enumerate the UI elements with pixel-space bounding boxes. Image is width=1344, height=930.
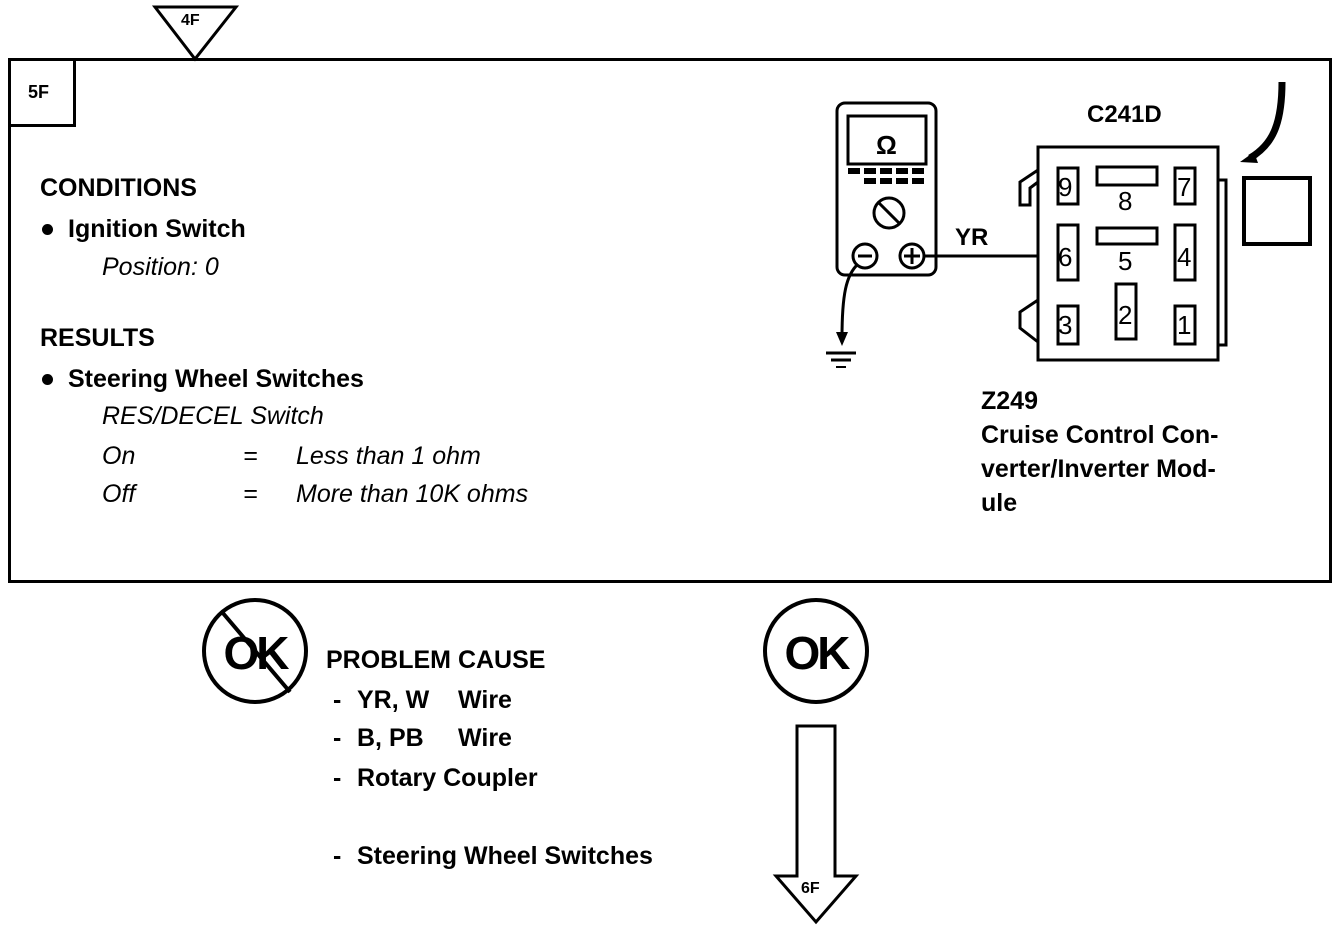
not-ok-circle: OK [202, 598, 308, 704]
ground-lead [840, 262, 860, 339]
connector-id: C241D [1087, 101, 1162, 128]
entry-ref-marker [151, 5, 240, 62]
pin-7 [1173, 166, 1197, 206]
module-name-line: verter/Inverter Mod- [981, 455, 1216, 483]
cause-text: Steering Wheel Switches [357, 842, 653, 870]
pin-8 [1095, 165, 1159, 187]
svg-text:1: 1 [1177, 310, 1191, 340]
module-name-line: ule [981, 489, 1018, 517]
step-id-label: 5F [28, 82, 50, 102]
svg-text:8: 8 [1118, 186, 1132, 216]
pin-2 [1114, 282, 1138, 341]
bullet-dot [42, 224, 53, 235]
module-box [1242, 176, 1312, 246]
module-name-line: Cruise Control Con- [981, 421, 1219, 449]
test-diagram: Ω YR C241D 9 8 7 6 5 4 3 2 1 [826, 81, 1312, 368]
cause-text: Rotary Coupler [357, 764, 538, 792]
cause-code: YR, W [357, 686, 430, 714]
module-harness [1248, 81, 1286, 162]
conditions-heading: CONDITIONS [40, 174, 197, 202]
step-frame [8, 58, 1332, 583]
cause-text: Wire [458, 724, 512, 752]
pin-6 [1056, 223, 1080, 282]
module-id: Z249 [981, 387, 1038, 415]
cause-code: B, PB [357, 724, 424, 752]
pin-1 [1173, 304, 1197, 346]
svg-text:3: 3 [1058, 310, 1072, 340]
exit-ref-label: 6F [801, 880, 820, 897]
pin-4 [1173, 223, 1197, 282]
result-eq: = [243, 480, 258, 508]
svg-text:9: 9 [1058, 172, 1072, 202]
result-state: On [102, 442, 136, 470]
svg-text:2: 2 [1118, 300, 1132, 330]
step-id-box [8, 58, 76, 127]
pin-3 [1056, 304, 1080, 346]
switch-name: RES/DECEL Switch [102, 402, 324, 430]
condition-detail: Position: 0 [102, 253, 219, 281]
svg-text:4: 4 [1177, 242, 1191, 272]
ok-label: OK [785, 627, 851, 679]
results-item: Steering Wheel Switches [68, 365, 364, 393]
ohm-symbol: Ω [876, 130, 897, 160]
cause-dash: - [333, 724, 342, 752]
meter-display [846, 114, 928, 166]
next-step-arrow [772, 724, 860, 925]
pin-5 [1095, 226, 1159, 246]
svg-text:7: 7 [1177, 172, 1191, 202]
ok-circle: OK [763, 598, 869, 704]
svg-text:6: 6 [1058, 242, 1072, 272]
result-state: Off [102, 480, 136, 508]
result-value: More than 10K ohms [296, 480, 529, 508]
cause-dash: - [333, 842, 342, 870]
strike-line [220, 610, 292, 694]
entry-ref-label: 4F [181, 12, 200, 29]
pin-9 [1056, 166, 1080, 206]
result-value: Less than 1 ohm [296, 442, 481, 470]
cause-dash: - [333, 686, 342, 714]
result-eq: = [243, 442, 258, 470]
bullet-dot [42, 374, 53, 385]
cause-text: Wire [458, 686, 512, 714]
results-heading: RESULTS [40, 324, 155, 352]
problem-heading: PROBLEM CAUSE [326, 646, 546, 674]
svg-text:5: 5 [1118, 246, 1132, 276]
wire-label: YR [955, 224, 988, 251]
cause-dash: - [333, 764, 342, 792]
condition-label: Ignition Switch [68, 215, 246, 243]
